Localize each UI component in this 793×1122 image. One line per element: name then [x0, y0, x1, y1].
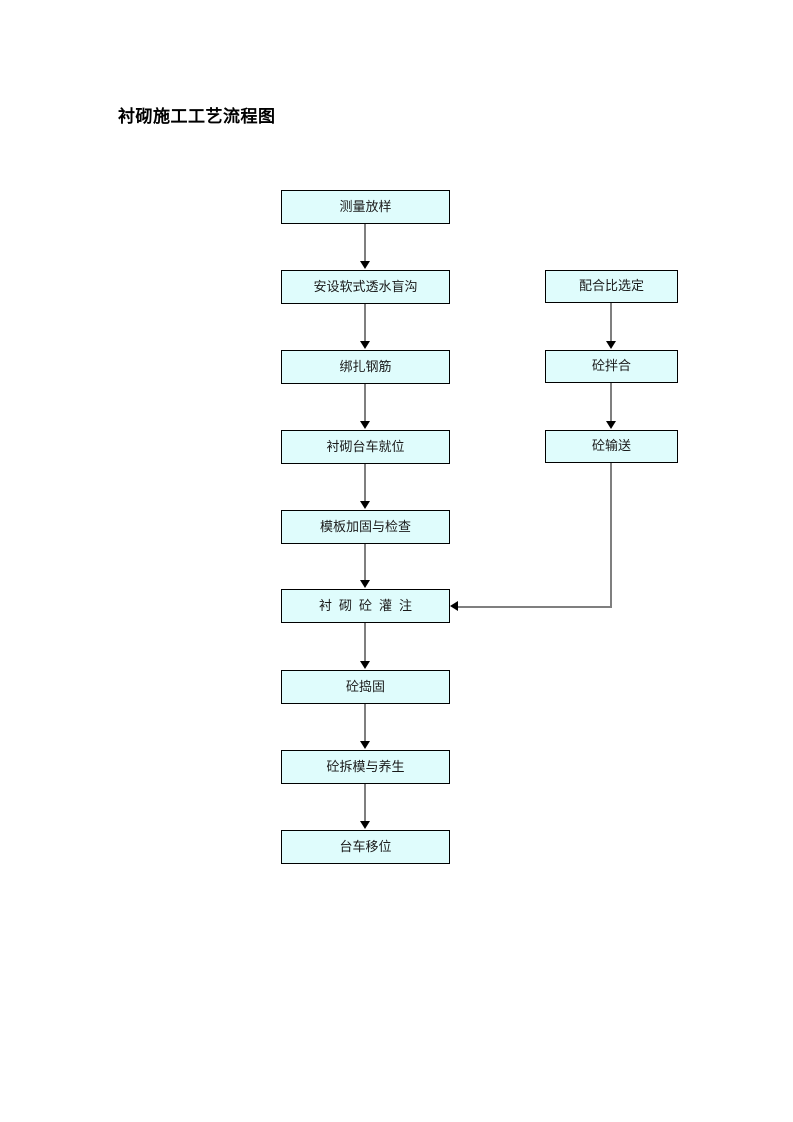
- arrow-down-icon: [360, 821, 370, 829]
- flow-node-formwork-reinforce-inspect[interactable]: 模板加固与检查: [281, 510, 450, 544]
- arrow-down-icon: [360, 741, 370, 749]
- flow-node-rebar-binding[interactable]: 绑扎钢筋: [281, 350, 450, 384]
- connector-transport-to-pouring-vertical: [610, 463, 612, 608]
- arrow-down-icon: [360, 661, 370, 669]
- connector-measurement-to-drain: [364, 224, 366, 262]
- flow-node-trolley-shift[interactable]: 台车移位: [281, 830, 450, 864]
- connector-formwork-to-pouring: [364, 544, 366, 581]
- arrow-down-icon: [360, 341, 370, 349]
- flow-node-label: 砼输送: [591, 439, 631, 454]
- flow-node-label: 衬砌台车就位: [326, 439, 405, 455]
- flow-node-label: 砼捣固: [345, 679, 385, 695]
- flow-node-concrete-transport[interactable]: 砼输送: [545, 430, 678, 463]
- flow-node-lining-concrete-pouring[interactable]: 衬砌砼灌注: [281, 589, 450, 623]
- arrow-down-icon: [606, 421, 616, 429]
- arrow-down-icon: [360, 580, 370, 588]
- flow-node-concrete-mixing[interactable]: 砼拌合: [545, 350, 678, 383]
- connector-pouring-to-compaction: [364, 623, 366, 662]
- connector-drain-to-rebar: [364, 304, 366, 342]
- flow-node-label: 绑扎钢筋: [339, 359, 392, 375]
- flow-node-label: 砼拌合: [591, 359, 631, 374]
- flow-node-label: 衬砌砼灌注: [318, 598, 419, 614]
- connector-transport-to-pouring-horizontal: [458, 606, 612, 608]
- flow-node-label: 台车移位: [339, 839, 392, 855]
- flow-node-formwork-removal-curing[interactable]: 砼拆模与养生: [281, 750, 450, 784]
- connector-rebar-to-trolley: [364, 384, 366, 422]
- flow-node-label: 安设软式透水盲沟: [313, 279, 418, 295]
- arrow-down-icon: [360, 261, 370, 269]
- connector-trolley-to-formwork: [364, 464, 366, 502]
- connector-curing-to-trolley-shift: [364, 784, 366, 822]
- arrow-down-icon: [360, 501, 370, 509]
- arrow-down-icon: [606, 341, 616, 349]
- flow-node-install-soft-drain[interactable]: 安设软式透水盲沟: [281, 270, 450, 304]
- flow-node-lining-trolley-positioning[interactable]: 衬砌台车就位: [281, 430, 450, 464]
- page-title: 衬砌施工工艺流程图: [118, 107, 276, 127]
- flow-node-label: 配合比选定: [578, 279, 644, 294]
- arrow-down-icon: [360, 421, 370, 429]
- arrow-left-icon: [450, 601, 458, 611]
- connector-mixproportion-to-mixing: [610, 303, 612, 342]
- flow-node-label: 模板加固与检查: [319, 519, 411, 535]
- connector-mixing-to-transport: [610, 383, 612, 422]
- flow-node-label: 测量放样: [339, 199, 392, 215]
- flow-node-concrete-compaction[interactable]: 砼捣固: [281, 670, 450, 704]
- flow-node-mix-proportion-selection[interactable]: 配合比选定: [545, 270, 678, 303]
- connector-compaction-to-curing: [364, 704, 366, 742]
- flow-node-label: 砼拆模与养生: [326, 759, 405, 775]
- flow-node-measurement-setout[interactable]: 测量放样: [281, 190, 450, 224]
